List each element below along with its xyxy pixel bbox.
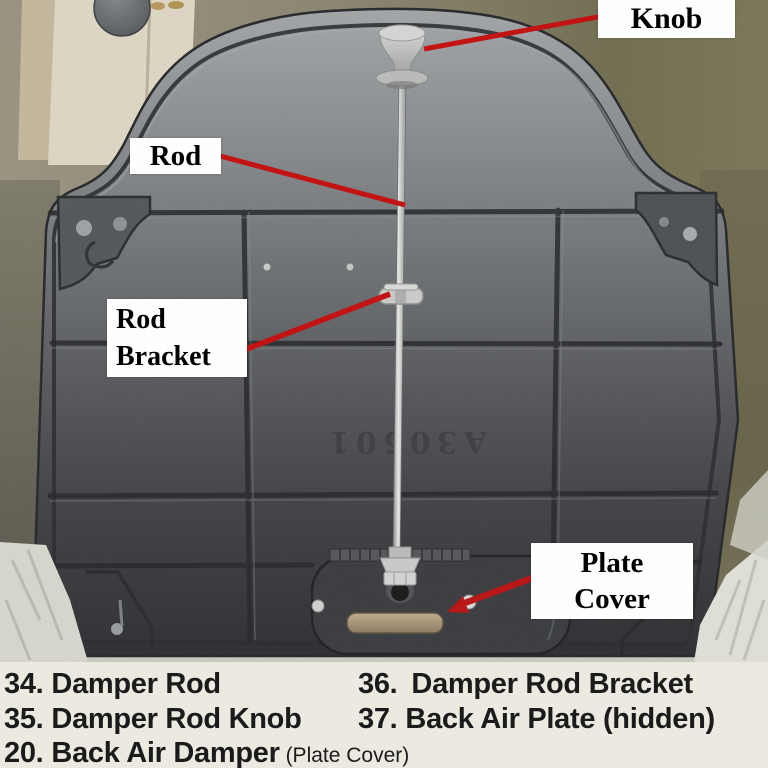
legend-text: Back Air Damper [51, 737, 280, 768]
plate-cover-callout-label: Plate Cover [531, 543, 693, 619]
legend-number: 20. [4, 737, 44, 768]
knob-callout-label: Knob [598, 0, 735, 38]
rod-callout-label: Rod [130, 138, 221, 174]
legend-note: (Plate Cover) [285, 744, 410, 767]
legend-text: Damper Rod Bracket [411, 668, 693, 700]
rod-bracket-label-line1: Rod [116, 304, 166, 335]
legend-item-back-air-damper: 20.Back Air Damper(Plate Cover) [4, 737, 409, 768]
legend-item-damper-rod: 34.Damper Rod [4, 668, 221, 701]
legend-number: 37. [358, 703, 398, 735]
legend-text: Damper Rod [51, 668, 221, 700]
legend-text: Damper Rod Knob [51, 703, 302, 735]
parts-legend: 34.Damper Rod 35.Damper Rod Knob 20.Back… [0, 662, 768, 768]
legend-item-damper-rod-knob: 35.Damper Rod Knob [4, 703, 302, 736]
legend-number: 34. [4, 668, 44, 700]
rod-bracket-annotation-line [243, 291, 391, 353]
knob-annotation-line [423, 13, 604, 52]
rod-bracket-label-line2: Bracket [116, 341, 211, 372]
legend-item-back-air-plate: 37.Back Air Plate (hidden) [358, 703, 715, 736]
legend-number: 36. [358, 668, 398, 700]
plate-cover-annotation-arrow [447, 573, 537, 613]
legend-number: 35. [4, 703, 44, 735]
legend-item-damper-rod-bracket: 36. Damper Rod Bracket [358, 668, 693, 701]
rod-bracket-callout-label: Rod Bracket [107, 299, 247, 377]
plate-cover-label-line2: Cover [574, 583, 650, 615]
plate-cover-label-line1: Plate [580, 547, 644, 579]
rod-annotation-line [219, 153, 406, 208]
annotation-lines [219, 13, 604, 613]
legend-text: Back Air Plate (hidden) [405, 703, 715, 735]
